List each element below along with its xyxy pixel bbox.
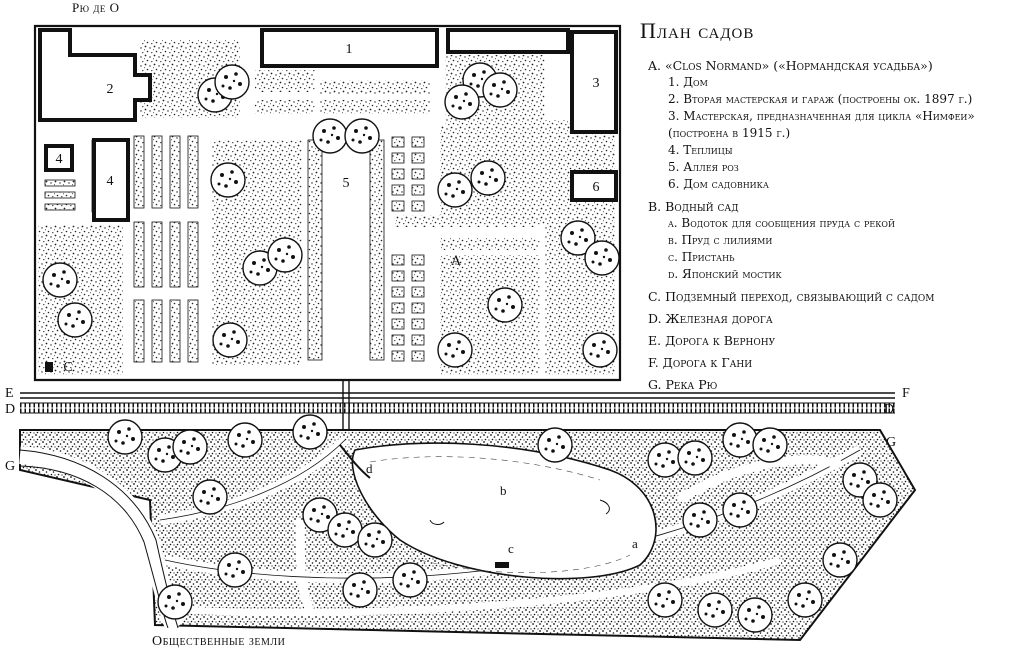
legend-body: A. «Clos Normand» («Нормандская усадьба»… bbox=[640, 58, 1020, 393]
legend-group: B. Водный сад a. Водоток для сообщения пр… bbox=[640, 199, 1020, 283]
svg-text:4: 4 bbox=[107, 174, 114, 189]
svg-text:3: 3 bbox=[593, 76, 600, 91]
svg-text:1: 1 bbox=[346, 42, 353, 57]
svg-text:G: G bbox=[886, 435, 896, 450]
buildings bbox=[38, 28, 618, 222]
legend-group: F. Дорога к Гани bbox=[640, 355, 1020, 371]
svg-text:G: G bbox=[5, 459, 15, 474]
building-labels: 1 2 3 4 4 5 6 A C bbox=[56, 42, 600, 375]
svg-text:d: d bbox=[366, 461, 373, 476]
legend-item: c. Пристань bbox=[668, 250, 735, 264]
legend-group: A. «Clos Normand» («Нормандская усадьба»… bbox=[640, 58, 1020, 193]
legend: План садов A. «Clos Normand» («Нормандск… bbox=[640, 18, 1020, 399]
legend-item: a. Водоток для сообщения пруда с рекой bbox=[668, 216, 895, 230]
legend-item: 1. Дом bbox=[668, 75, 708, 89]
clos-normand: 1 2 3 4 4 5 6 A C bbox=[33, 24, 622, 382]
legend-group: D. Железная дорога bbox=[640, 311, 1020, 327]
legend-item: 4. Теплицы bbox=[668, 143, 733, 157]
street-label: Рю де О bbox=[72, 0, 120, 15]
pond-labels: d b c a bbox=[366, 461, 638, 556]
legend-item: (построена в 1915 г.) bbox=[668, 126, 791, 140]
public-lands-label: Общественные земли bbox=[152, 634, 286, 649]
legend-group: C. Подземный переход, связывающий с садо… bbox=[640, 289, 1020, 305]
svg-text:E: E bbox=[5, 386, 14, 401]
svg-text:C: C bbox=[63, 360, 72, 375]
legend-group: G. Река Рю bbox=[640, 377, 1020, 393]
svg-text:F: F bbox=[902, 386, 910, 401]
legend-group-label: G. Река Рю bbox=[648, 377, 718, 392]
water-garden: d b c a bbox=[19, 414, 917, 642]
legend-group-label: C. Подземный переход, связывающий с садо… bbox=[648, 289, 935, 304]
svg-text:c: c bbox=[508, 541, 514, 556]
legend-group-label: B. Водный сад bbox=[648, 199, 739, 214]
svg-text:D: D bbox=[884, 402, 894, 417]
svg-text:a: a bbox=[632, 536, 638, 551]
svg-text:4: 4 bbox=[56, 152, 63, 167]
svg-text:b: b bbox=[500, 483, 507, 498]
svg-text:A: A bbox=[451, 254, 462, 269]
legend-item: 6. Дом садовника bbox=[668, 177, 769, 191]
legend-group-label: F. Дорога к Гани bbox=[648, 355, 753, 370]
svg-text:2: 2 bbox=[107, 82, 114, 97]
legend-item: 2. Вторая мастерская и гараж (построены … bbox=[668, 92, 973, 106]
legend-item: d. Японский мостик bbox=[668, 267, 782, 281]
legend-group-label: D. Железная дорога bbox=[648, 311, 773, 326]
legend-item: b. Пруд с лилиями bbox=[668, 233, 773, 247]
legend-item: 3. Мастерская, предназначенная для цикла… bbox=[668, 109, 975, 123]
svg-text:5: 5 bbox=[343, 176, 350, 191]
legend-title: План садов bbox=[640, 18, 755, 43]
legend-group: E. Дорога к Вернону bbox=[640, 333, 1020, 349]
legend-item: 5. Аллея роз bbox=[668, 160, 739, 174]
roads bbox=[20, 380, 895, 430]
svg-text:D: D bbox=[5, 402, 15, 417]
legend-group-label: A. «Clos Normand» («Нормандская усадьба»… bbox=[648, 58, 933, 73]
square-beds bbox=[44, 136, 425, 362]
legend-group-label: E. Дорога к Вернону bbox=[648, 333, 776, 348]
svg-text:6: 6 bbox=[593, 180, 600, 195]
rose-alley-beds bbox=[307, 139, 385, 361]
